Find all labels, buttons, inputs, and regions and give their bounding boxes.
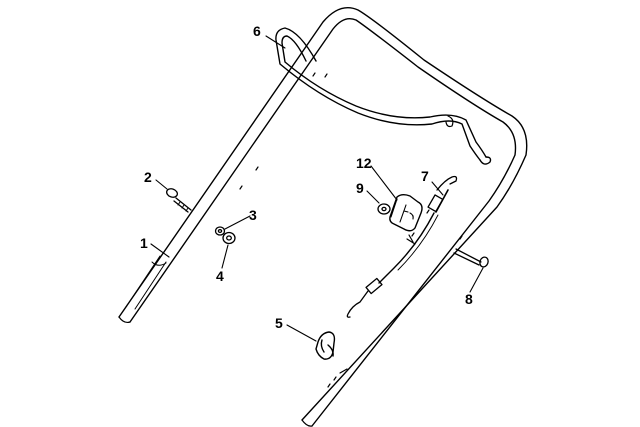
callout-5: 5 <box>275 315 283 331</box>
leader-2 <box>155 179 168 190</box>
cable-sheath-edge <box>397 214 439 271</box>
control-bail <box>275 27 492 165</box>
bail-inner <box>281 35 487 158</box>
eye-bolt-part-2 <box>166 188 192 213</box>
washer-hole <box>217 228 223 234</box>
eye-bolt-thread <box>177 201 189 212</box>
cable-clip-part-5 <box>315 331 336 360</box>
cable-upper-adjuster <box>427 194 444 213</box>
cable-clip <box>406 234 416 245</box>
right-tube-end <box>301 419 313 427</box>
nut-4-body <box>222 231 236 245</box>
leader-lines <box>150 35 484 342</box>
clip-tab <box>320 339 334 357</box>
guide-block-outline <box>389 194 423 232</box>
cable-lower-end <box>346 290 369 318</box>
callout-3: 3 <box>249 207 257 223</box>
bolt-shank <box>453 248 482 266</box>
callout-1: 1 <box>140 235 148 251</box>
leader-9 <box>366 190 380 204</box>
eye-bolt-ring <box>166 188 178 198</box>
nut-4-hole <box>226 235 232 241</box>
leader-1 <box>150 243 170 258</box>
clip-body <box>315 331 336 360</box>
callout-8: 8 <box>465 291 473 307</box>
guide-block-slot <box>403 210 414 220</box>
bend-mark <box>312 72 316 77</box>
control-cable <box>346 175 458 318</box>
handle-frame-outer-edge <box>118 7 528 421</box>
callout-6: 6 <box>253 23 261 39</box>
leader-7 <box>431 181 444 196</box>
cable-top-hook <box>436 175 458 191</box>
leader-3 <box>224 215 251 230</box>
left-tube-sleeve <box>125 255 167 310</box>
left-tube-joint <box>151 261 167 266</box>
callout-9: 9 <box>356 180 364 196</box>
nut-hole <box>381 206 387 212</box>
leader-5 <box>286 324 317 342</box>
guide-block-face <box>390 198 407 223</box>
washer-part-3 <box>214 226 226 236</box>
eye-bolt-shank <box>173 197 192 213</box>
washer-ring <box>214 226 226 236</box>
callout-numbers: 1 2 3 4 5 6 7 8 9 12 <box>140 23 473 331</box>
leader-8 <box>469 267 484 293</box>
cable-main-sheath <box>378 212 435 284</box>
leader-6 <box>265 35 286 49</box>
frame-hole-marks <box>239 73 463 388</box>
bail-end-hook <box>479 156 492 165</box>
handle-frame-inner-edge <box>129 17 517 427</box>
callout-4: 4 <box>216 268 224 284</box>
callout-2: 2 <box>144 169 152 185</box>
nut-part-4 <box>222 231 236 245</box>
leader-12 <box>370 165 398 201</box>
cable-guide-block <box>389 194 423 232</box>
callout-12: 12 <box>356 155 372 171</box>
bail-pivot <box>445 115 454 128</box>
handle-frame <box>118 7 528 427</box>
left-tube-end <box>118 316 131 324</box>
nut-part-9 <box>377 203 391 215</box>
cable-lower-ferrule <box>365 277 383 295</box>
bail-outer <box>275 27 481 161</box>
bolt-head <box>479 256 489 268</box>
bolt-part-8 <box>453 248 489 268</box>
leader-4 <box>221 244 229 269</box>
nut-body <box>377 203 391 215</box>
callout-7: 7 <box>421 168 429 184</box>
